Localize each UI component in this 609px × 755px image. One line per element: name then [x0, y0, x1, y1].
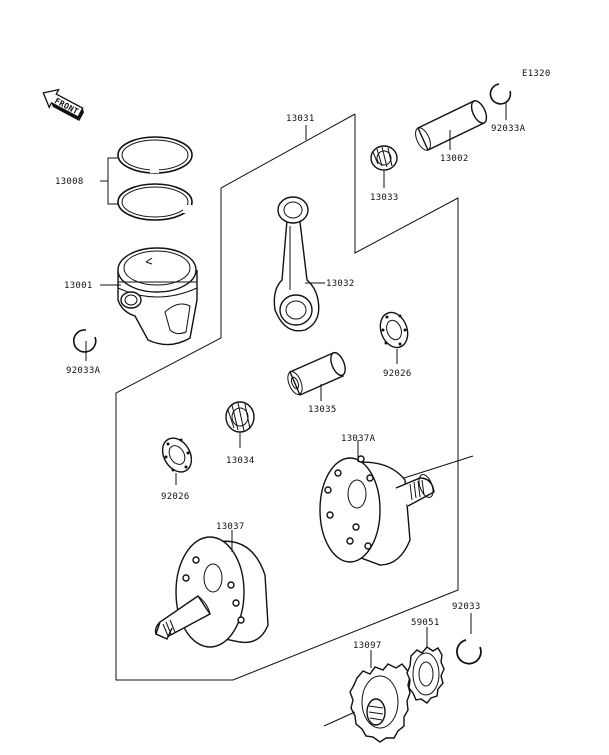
ring-bracket — [100, 157, 118, 205]
label-13033: 13033 — [370, 193, 399, 203]
circlip-top — [489, 83, 512, 105]
primary-gear — [349, 663, 411, 743]
label-92033: 92033 — [452, 602, 481, 612]
diagram-code: E1320 — [522, 69, 551, 79]
label-13032: 13032 — [326, 279, 355, 289]
label-13002: 13002 — [440, 154, 469, 164]
piston-ring-lower — [117, 183, 193, 221]
connecting-rod — [273, 196, 320, 332]
label-13001: 13001 — [64, 281, 93, 291]
label-13031: 13031 — [286, 114, 315, 124]
crank-axis-line — [403, 455, 474, 479]
piston — [117, 247, 198, 346]
circlip-left — [72, 329, 97, 353]
thrust-washer-right — [379, 311, 409, 349]
front-arrow-icon: FRONT — [42, 88, 84, 122]
piston-pin — [415, 100, 488, 151]
label-13008: 13008 — [55, 177, 84, 187]
label-13037: 13037 — [216, 522, 245, 532]
label-92026-right: 92026 — [383, 369, 412, 379]
label-92033a-top: 92033A — [491, 124, 526, 134]
label-13037a: 13037A — [341, 434, 376, 444]
label-92026-left: 92026 — [161, 492, 190, 502]
big-end-bearing — [225, 401, 255, 433]
label-13034: 13034 — [226, 456, 255, 466]
thrust-washer-left — [161, 437, 193, 473]
label-13097: 13097 — [353, 641, 382, 651]
crank-pin — [287, 351, 346, 396]
label-59051: 59051 — [411, 618, 440, 628]
gear-axis-line — [323, 711, 356, 727]
small-end-bearing — [370, 145, 398, 171]
piston-ring-upper — [117, 136, 193, 174]
label-13035: 13035 — [308, 405, 337, 415]
small-gear — [406, 646, 445, 704]
flywheel-right — [319, 455, 435, 566]
label-92033a-left: 92033A — [66, 366, 101, 376]
flywheel-left — [154, 536, 269, 648]
assembly-outline — [115, 113, 459, 681]
circlip-bottom — [456, 639, 482, 665]
